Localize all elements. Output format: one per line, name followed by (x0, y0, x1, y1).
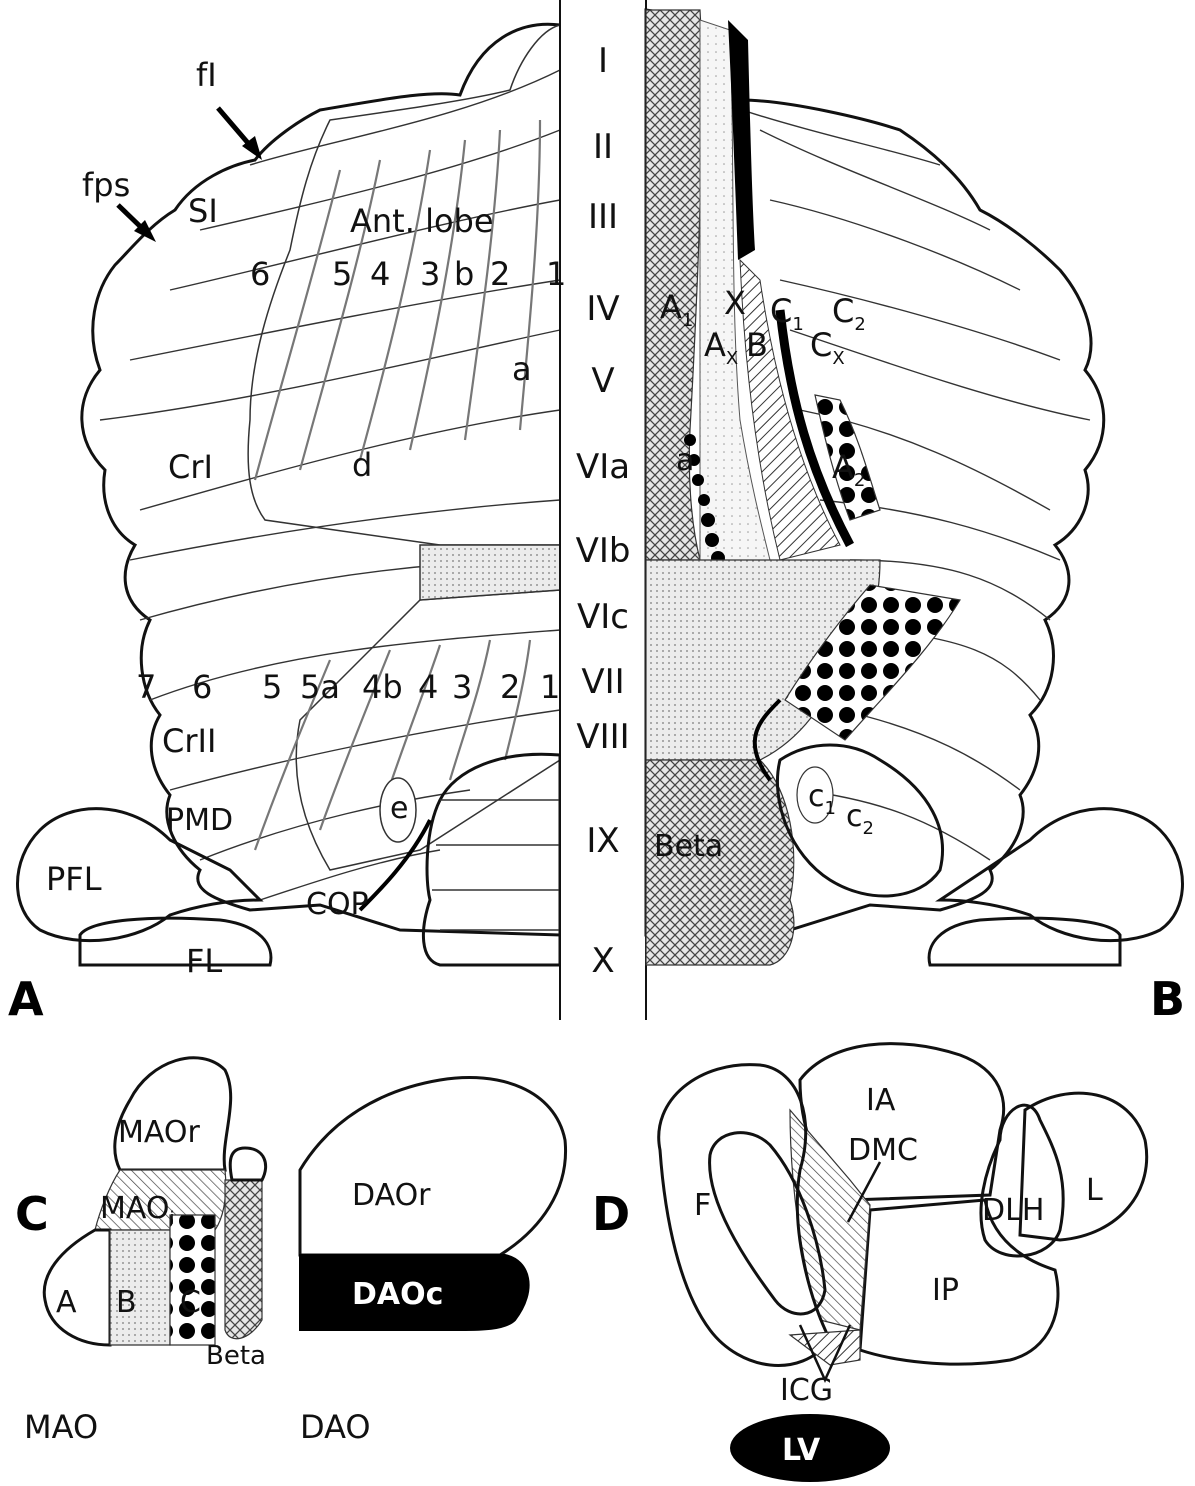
lobule-label: VIc (577, 597, 629, 637)
label-lv: LV (782, 1433, 821, 1468)
label-cri: CrI (168, 448, 213, 486)
lobule-label: VIa (576, 447, 630, 487)
label-zone-2: 2 (490, 255, 510, 293)
label-daoc: DAOc (352, 1277, 443, 1312)
label-pmd: PMD (166, 803, 233, 838)
label-dlp: DLP (736, 1188, 794, 1223)
label-c-beta: Beta (206, 1341, 266, 1371)
panel-a-vermis (420, 545, 560, 600)
label-lower-5: 5 (262, 668, 282, 706)
label-icg: ICG (780, 1373, 833, 1408)
label-zone-a: a (512, 350, 532, 388)
label-lower-6: 6 (192, 668, 212, 706)
label-ip: IP (932, 1273, 959, 1308)
lobule-label: III (588, 197, 618, 237)
label-dmc: DMC (848, 1133, 918, 1168)
label-maoi: MAOi (100, 1191, 175, 1229)
panel-a-lower-fan (296, 590, 560, 870)
label-dao: DAO (300, 1408, 371, 1446)
label-zone-3: 3 (420, 255, 440, 293)
panel-label-d: D (592, 1187, 630, 1241)
label-beta: Beta (654, 829, 723, 864)
label-l: L (1086, 1173, 1103, 1208)
label-zone-1: 1 (546, 255, 566, 293)
panel-d-icg (790, 1330, 860, 1365)
panel-c-maor (115, 1058, 231, 1170)
label-maor: MAOr (118, 1115, 200, 1150)
panel-c-stalk (230, 1148, 265, 1180)
label-f: F (694, 1188, 711, 1223)
label-lower-4b: 4b (362, 668, 403, 706)
label-x: X (724, 284, 746, 322)
label-ant-lobe: Ant. lobe (350, 202, 494, 240)
label-lower-7: 7 (136, 668, 156, 706)
label-fi: fI (196, 56, 217, 94)
label-c1: C1 (770, 292, 804, 335)
label-zone-e: e (390, 791, 408, 826)
lobule-label: IV (586, 289, 619, 329)
panel-c-zone-a (44, 1230, 110, 1345)
label-cx: CX (810, 326, 845, 369)
lobule-label: I (598, 41, 608, 81)
lobule-label: II (593, 127, 613, 167)
arrow-fps (118, 205, 156, 242)
label-a: a (676, 443, 694, 478)
label-c2-lower: c2 (846, 799, 874, 839)
panel-b-drawing (646, 10, 1183, 965)
label-c-a: A (56, 1285, 77, 1320)
panel-c-daor (300, 1078, 566, 1256)
label-zone-5: 5 (332, 255, 352, 293)
lobule-label: V (591, 361, 614, 401)
label-crii: CrII (162, 722, 216, 760)
panel-d-drawing (659, 1044, 1147, 1482)
panel-c-zone-c (170, 1215, 215, 1345)
panel-label-b: B (1150, 972, 1185, 1026)
label-lower-5a: 5a (300, 668, 340, 706)
label-zone-6: 6 (250, 255, 270, 293)
label-cop: COP (306, 887, 369, 922)
label-lower-3: 3 (452, 668, 472, 706)
label-fps: fps (82, 166, 130, 204)
label-fl: FL (186, 942, 222, 980)
label-pfl: PFL (46, 860, 102, 898)
label-mao: MAO (24, 1408, 98, 1446)
panel-label-c: C (15, 1187, 49, 1241)
label-lower-4: 4 (418, 668, 438, 706)
label-c-b: B (116, 1285, 137, 1320)
label-c-c: C (180, 1285, 201, 1320)
label-dlh: DLH (982, 1193, 1044, 1228)
label-ia: IA (866, 1083, 896, 1118)
label-c2: C2 (832, 292, 866, 335)
label-daor: DAOr (352, 1178, 431, 1213)
lobule-label: IX (586, 821, 619, 861)
label-lower-2: 2 (500, 668, 520, 706)
lobule-label: X (591, 941, 614, 981)
lobule-label: VIII (576, 717, 629, 757)
label-b: B (746, 326, 768, 364)
label-zone-b: b (454, 255, 474, 293)
label-zone-d: d (352, 446, 372, 484)
lobule-label: VIb (576, 531, 631, 571)
arrow-fi (218, 108, 262, 160)
panel-label-a: A (8, 972, 44, 1026)
panel-a-flocculus (80, 918, 271, 965)
label-si: SI (188, 192, 218, 230)
panel-c-beta (225, 1180, 262, 1339)
lobule-label: VII (581, 662, 624, 702)
label-lower-1: 1 (540, 668, 560, 706)
panel-d-labels: IA DMC F DLP DLH L IP ICG LV (694, 1083, 1103, 1468)
label-zone-4: 4 (370, 255, 390, 293)
